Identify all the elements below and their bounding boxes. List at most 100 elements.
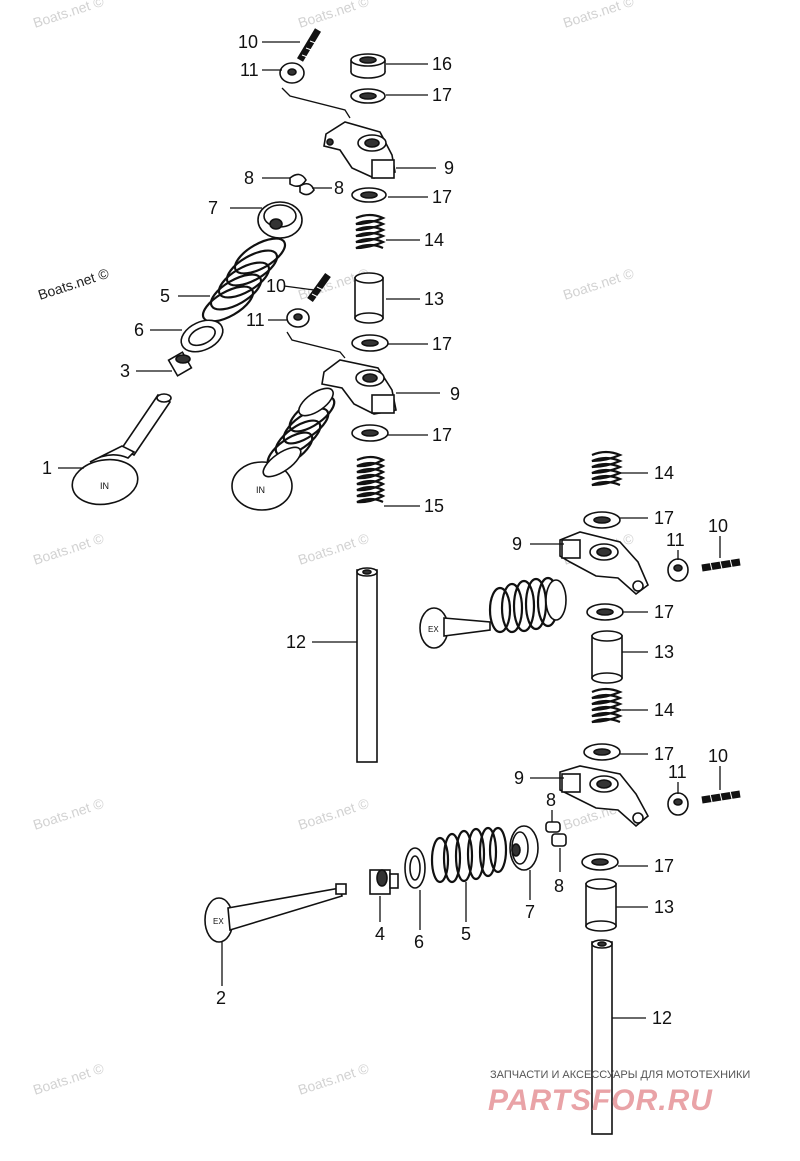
watermark: Boats.net © (561, 0, 636, 31)
exhaust-valve-assembled: EX (419, 576, 567, 649)
callout-label: 17 (654, 856, 674, 876)
exhaust-valve-group: EX (204, 821, 567, 943)
valve-cap (350, 53, 386, 79)
spring-seat (180, 319, 224, 353)
callout-label: 2 (216, 988, 226, 1008)
rocker-arm (321, 359, 397, 415)
callout-label: 17 (432, 334, 452, 354)
valve-marking: EX (213, 917, 224, 926)
callout-label: 11 (668, 762, 687, 782)
intake-valve-assembled: IN (231, 387, 336, 511)
rocker-spring (591, 687, 623, 724)
rocker-arm (323, 121, 396, 179)
callout-label: 6 (134, 320, 144, 340)
spring-retainer (509, 825, 539, 871)
brand-tagline: ЗАПЧАСТИ И АКСЕССУАРЫ ДЛЯ МОТОТЕХНИКИ (490, 1069, 750, 1081)
spring-retainer (257, 201, 303, 239)
right-rocker-assembly: EX (419, 450, 741, 1135)
washer (350, 88, 386, 104)
rocker-collar (354, 272, 384, 324)
stem-seal (369, 869, 399, 895)
washer (583, 743, 621, 761)
washer (586, 603, 624, 621)
callout-label: 6 (414, 932, 424, 952)
rocker-spring (355, 213, 386, 250)
intake-valve-group: IN IN (71, 173, 346, 511)
washer (583, 511, 621, 529)
valve-cotter (545, 821, 567, 847)
rocker-spring (591, 450, 623, 487)
brand-logo: ЗАПЧАСТИ И АКСЕССУАРЫ ДЛЯ МОТОТЕХНИКИ PA… (488, 1069, 750, 1117)
callout-label: 9 (512, 534, 522, 554)
exhaust-valve: EX (204, 883, 347, 943)
valve-spring (430, 826, 508, 884)
callout-label: 5 (461, 924, 471, 944)
watermark: Boats.net © (296, 530, 371, 568)
callout-label: 14 (654, 700, 674, 720)
pushrod (356, 567, 378, 763)
callout-label: 10 (708, 746, 728, 766)
watermark: Boats.net © (31, 1060, 106, 1098)
watermarks: Boats.net © Boats.net © Boats.net © Boat… (31, 0, 636, 1098)
valve-spring (201, 237, 287, 323)
callout-label: 8 (554, 876, 564, 896)
rocker-collar (591, 630, 623, 684)
callout-label: 10 (266, 276, 286, 296)
watermark: Boats.net © (36, 265, 111, 303)
callout-labels: 10 11 16 17 9 8 8 7 17 14 5 10 13 6 11 1… (42, 32, 728, 1028)
callout-label: 13 (654, 642, 674, 662)
brand-name: PARTSFOR.RU (488, 1084, 713, 1117)
lock-nut (667, 558, 689, 582)
spring-seat (404, 847, 426, 889)
washer (351, 187, 387, 203)
callout-label: 7 (208, 198, 218, 218)
leader-lines (58, 41, 721, 1019)
intake-valve: IN (71, 393, 172, 506)
callout-label: 9 (514, 768, 524, 788)
rocker-collar (585, 878, 617, 932)
callout-label: 12 (286, 632, 306, 652)
watermark: Boats.net © (296, 1060, 371, 1098)
callout-label: 8 (546, 790, 556, 810)
callout-label: 17 (432, 425, 452, 445)
callout-label: 3 (120, 361, 130, 381)
watermark: Boats.net © (296, 795, 371, 833)
callout-label: 7 (525, 902, 535, 922)
washer (351, 334, 389, 352)
callout-label: 17 (432, 187, 452, 207)
watermark: Boats.net © (31, 530, 106, 568)
callout-label: 11 (666, 530, 685, 550)
upper-rocker-assembly (279, 28, 397, 763)
watermark: Boats.net © (31, 0, 106, 31)
pushrod-spring (356, 455, 386, 504)
callout-label: 10 (708, 516, 728, 536)
callout-label: 9 (444, 158, 454, 178)
stem-seal (167, 351, 193, 377)
callout-label: 15 (424, 496, 444, 516)
callout-label: 17 (654, 744, 674, 764)
callout-label: 5 (160, 286, 170, 306)
callout-label: 9 (450, 384, 460, 404)
callout-label: 17 (654, 602, 674, 622)
callout-label: 17 (432, 85, 452, 105)
callout-label: 8 (334, 178, 344, 198)
callout-label: 13 (654, 897, 674, 917)
valve-marking: IN (100, 481, 109, 491)
adjuster-screw (701, 790, 741, 804)
callout-label: 17 (654, 508, 674, 528)
watermark: Boats.net © (561, 265, 636, 303)
watermark: Boats.net © (296, 0, 371, 31)
valve-marking: IN (256, 485, 265, 495)
callout-label: 11 (246, 310, 265, 330)
callout-label: 13 (424, 289, 444, 309)
callout-label: 8 (244, 168, 254, 188)
watermark: Boats.net © (31, 795, 106, 833)
callout-label: 10 (238, 32, 258, 52)
lock-nut (279, 62, 305, 84)
callout-label: 1 (42, 458, 52, 478)
adjuster-screw (307, 272, 331, 303)
callout-label: 16 (432, 54, 452, 74)
callout-label: 11 (240, 60, 259, 80)
